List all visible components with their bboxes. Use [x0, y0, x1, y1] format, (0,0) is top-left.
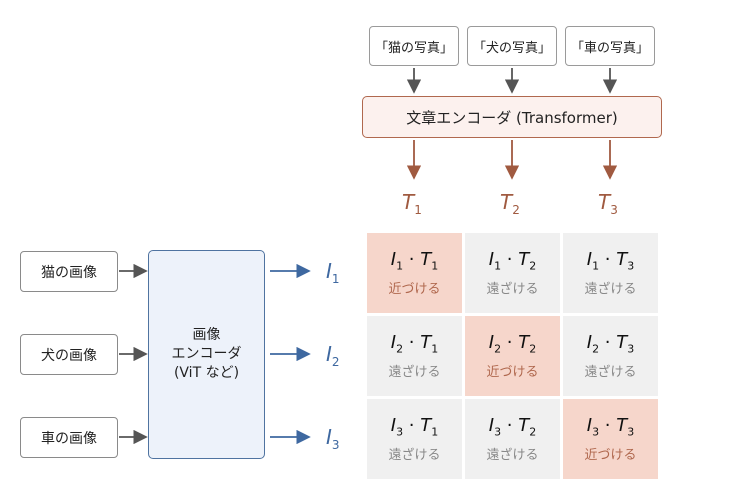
image-embedding-label-1: I1: [326, 259, 340, 286]
caption-box-dog: 「犬の写真」: [467, 26, 557, 66]
matrix-cell-negative: I3 · T1 遠ざける: [367, 399, 462, 479]
similarity-expression: I3 · T1: [390, 414, 439, 439]
similarity-expression: I2 · T1: [390, 331, 439, 356]
similarity-note: 遠ざける: [388, 365, 441, 381]
matrix-cell-positive: I3 · T3 近づける: [563, 399, 658, 479]
matrix-cell-negative: I2 · T1 遠ざける: [367, 316, 462, 396]
matrix-cell-positive: I1 · T1 近づける: [367, 233, 462, 313]
caption-text: 「車の写真」: [570, 40, 649, 56]
image-embedding-label-2: I2: [326, 342, 340, 369]
caption-text: 「犬の写真」: [472, 40, 551, 56]
similarity-expression: I3 · T3: [586, 414, 635, 439]
similarity-expression: I1 · T1: [390, 248, 439, 273]
image-encoder-box: 画像 エンコーダ (ViT など): [148, 250, 265, 459]
text-encoder-box: 文章エンコーダ (Transformer): [362, 96, 662, 138]
image-input-label: 猫の画像: [41, 264, 97, 281]
text-embedding-label-3: T3: [598, 190, 618, 217]
similarity-expression: I2 · T3: [586, 331, 635, 356]
image-embedding-label-3: I3: [326, 425, 340, 452]
similarity-note: 遠ざける: [486, 282, 539, 298]
text-encoder-label: 文章エンコーダ (Transformer): [406, 108, 618, 127]
image-input-cat: 猫の画像: [20, 251, 118, 292]
similarity-expression: I1 · T3: [586, 248, 635, 273]
matrix-cell-negative: I3 · T2 遠ざける: [465, 399, 560, 479]
matrix-cell-negative: I1 · T2 遠ざける: [465, 233, 560, 313]
similarity-note: 近づける: [486, 365, 539, 381]
image-input-car: 車の画像: [20, 417, 118, 458]
matrix-cell-negative: I1 · T3 遠ざける: [563, 233, 658, 313]
similarity-note: 遠ざける: [486, 448, 539, 464]
similarity-expression: I3 · T2: [488, 414, 537, 439]
matrix-cell-negative: I2 · T3 遠ざける: [563, 316, 658, 396]
caption-text: 「猫の写真」: [374, 40, 453, 56]
image-encoder-label: (ViT など): [173, 365, 240, 381]
image-encoder-label: 画像: [192, 327, 221, 343]
similarity-note: 近づける: [584, 448, 637, 464]
image-input-label: 犬の画像: [41, 347, 97, 364]
caption-box-cat: 「猫の写真」: [369, 26, 459, 66]
matrix-cell-positive: I2 · T2 近づける: [465, 316, 560, 396]
text-embedding-label-2: T2: [500, 190, 520, 217]
similarity-expression: I1 · T2: [488, 248, 537, 273]
caption-box-car: 「車の写真」: [565, 26, 655, 66]
similarity-expression: I2 · T2: [488, 331, 537, 356]
similarity-note: 近づける: [388, 282, 441, 298]
similarity-note: 遠ざける: [388, 448, 441, 464]
image-input-label: 車の画像: [41, 430, 97, 447]
image-encoder-label: エンコーダ: [171, 346, 242, 362]
image-input-dog: 犬の画像: [20, 334, 118, 375]
text-embedding-label-1: T1: [402, 190, 422, 217]
similarity-note: 遠ざける: [584, 365, 637, 381]
similarity-note: 遠ざける: [584, 282, 637, 298]
